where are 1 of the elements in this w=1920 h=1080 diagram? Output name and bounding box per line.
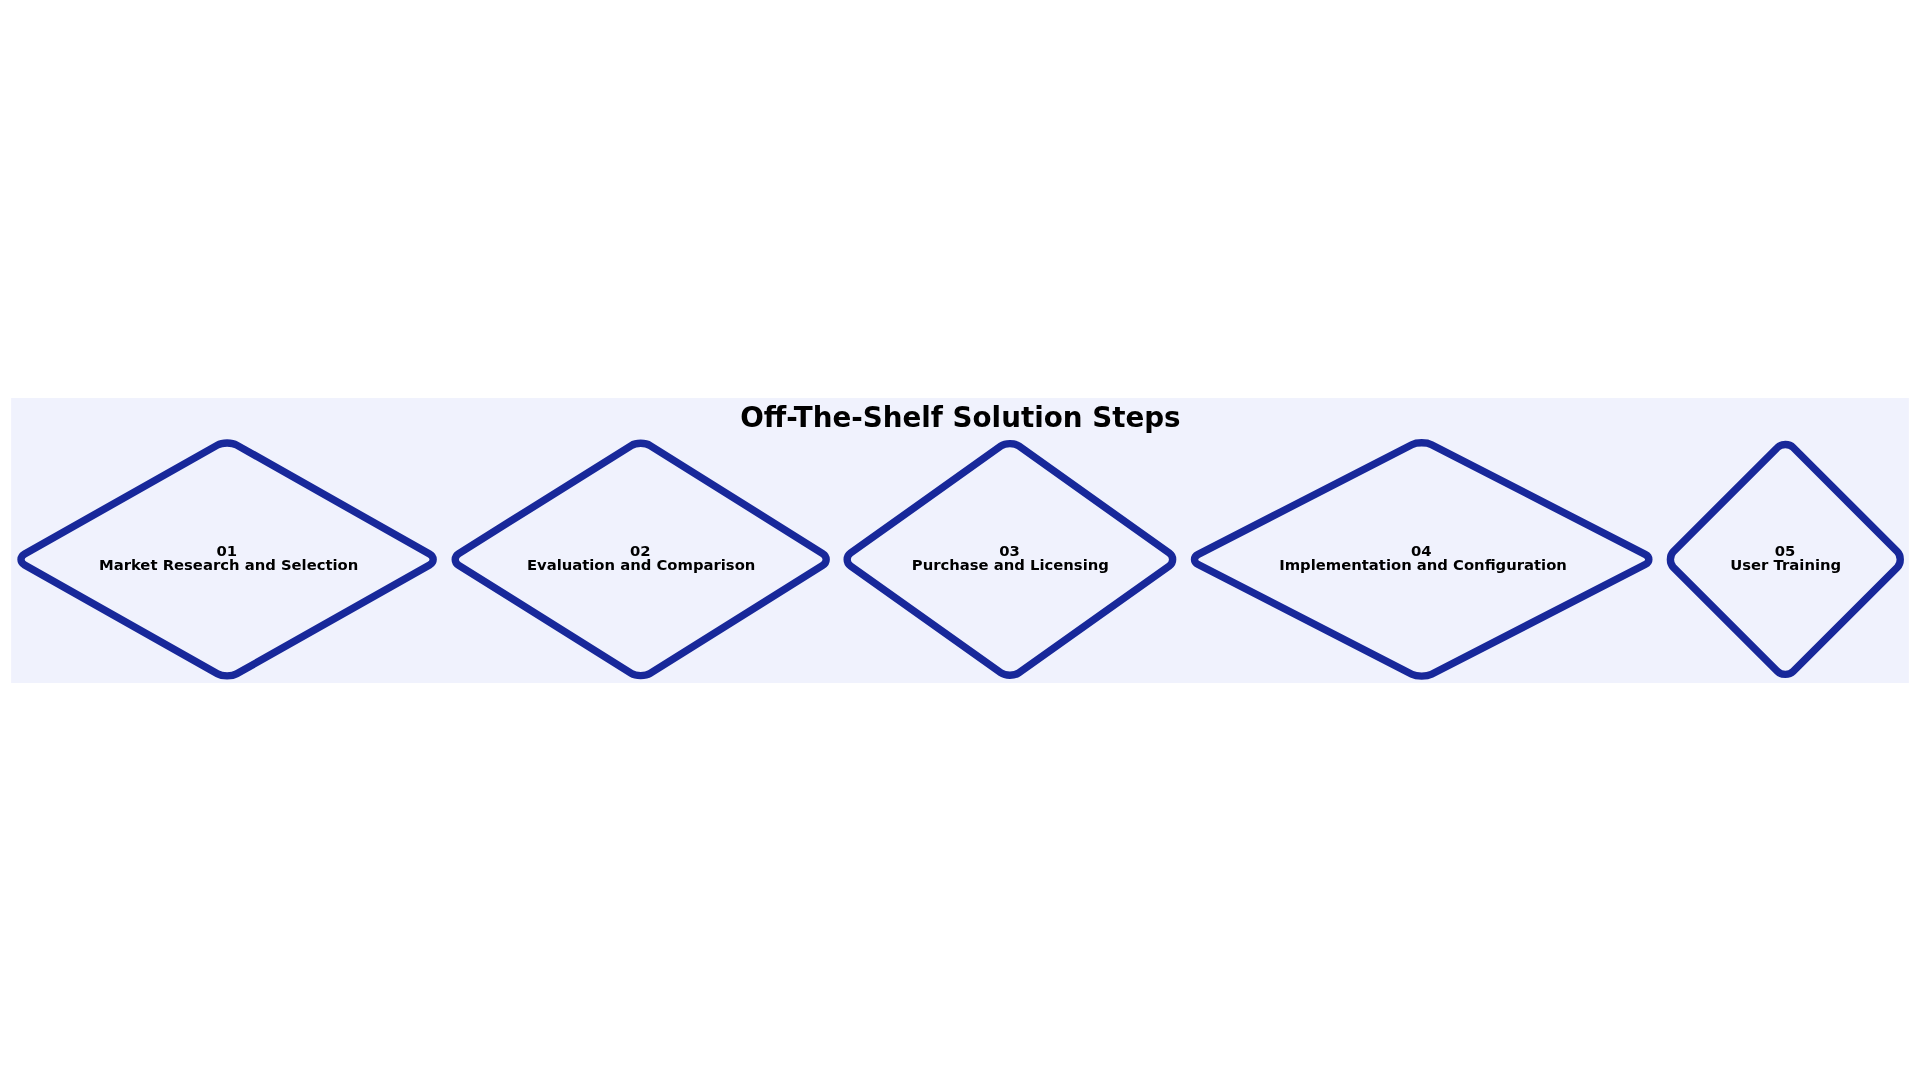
diagram-title: Off-The-Shelf Solution Steps [740,400,1181,434]
